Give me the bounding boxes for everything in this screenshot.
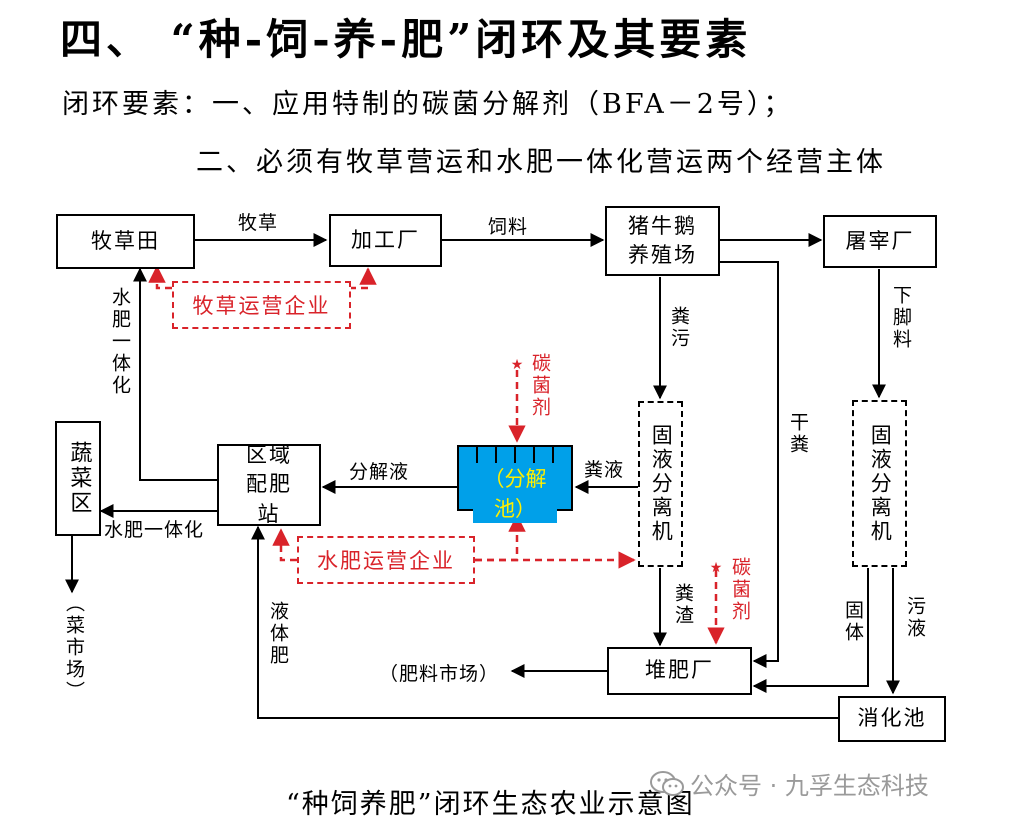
label-veg-market: （菜市场） bbox=[63, 593, 85, 703]
node-slaughter: 屠宰厂 bbox=[823, 215, 937, 268]
red-arrow-pasture bbox=[148, 265, 172, 290]
arrow-fertigation-pasture bbox=[133, 267, 217, 481]
elements-line-2: 二、必须有牧草营运和水肥一体化营运两个经营主体 bbox=[196, 147, 886, 178]
arrow-solid bbox=[752, 568, 869, 693]
label-liquid-fert: 液体肥 bbox=[267, 601, 289, 667]
node-pool: （分解池） bbox=[457, 445, 573, 523]
node-pasture: 牧草田 bbox=[56, 214, 195, 269]
node-farm: 猪牛鹅养殖场 bbox=[605, 206, 720, 276]
pool-label: （分解池） bbox=[473, 463, 557, 523]
node-station: 区域配肥站 bbox=[217, 443, 321, 526]
label-fertigation-horizontal: 水肥一体化 bbox=[104, 519, 205, 541]
label-leftovers: 下脚料 bbox=[890, 285, 912, 351]
node-separator-2: 固液分离机 bbox=[852, 400, 907, 567]
label-fert-market: （肥料市场） bbox=[379, 663, 500, 685]
diagram-caption: “种饲养肥”闭环生态农业示意图 bbox=[286, 789, 695, 820]
label-residue: 粪渣 bbox=[672, 583, 694, 627]
node-compost: 堆肥厂 bbox=[607, 647, 752, 695]
red-arrow-processing bbox=[349, 267, 377, 290]
label-grass: 牧草 bbox=[238, 212, 279, 234]
svg-text:★: ★ bbox=[511, 357, 524, 373]
label-decomp-liquid: 分解液 bbox=[349, 461, 410, 483]
node-digester: 消化池 bbox=[838, 696, 946, 742]
arrow-dry-manure bbox=[720, 261, 779, 668]
page-title: 四、 “种-饲-养-肥”闭环及其要素 bbox=[60, 15, 752, 64]
svg-text:★: ★ bbox=[710, 560, 723, 576]
label-feed: 饲料 bbox=[488, 216, 529, 238]
wechat-icon bbox=[650, 770, 684, 796]
label-fertigation-vertical: 水肥一体化 bbox=[109, 287, 131, 397]
arrow-liquid-fert bbox=[251, 525, 838, 719]
label-carbon-agent-1: 碳菌剂 bbox=[529, 353, 551, 419]
pasture-company-box: 牧草运营企业 bbox=[172, 281, 351, 329]
watermark-text: 公众号 · 九孚生态科技 bbox=[690, 772, 929, 800]
label-sewage: 污液 bbox=[904, 596, 926, 640]
node-separator-1: 固液分离机 bbox=[638, 401, 683, 567]
label-manure-sewage: 粪污 bbox=[668, 306, 690, 350]
watermark: 公众号 · 九孚生态科技 bbox=[650, 766, 929, 801]
node-vegetable: 蔬菜区 bbox=[55, 421, 101, 536]
label-solid: 固体 bbox=[842, 600, 864, 644]
label-carbon-agent-2: 碳菌剂 bbox=[729, 557, 751, 623]
node-processing: 加工厂 bbox=[329, 214, 442, 267]
elements-line-1: 闭环要素：一、应用特制的碳菌分解剂（BFA－2号）； bbox=[62, 89, 794, 120]
label-manure-liquid: 粪液 bbox=[584, 459, 625, 481]
label-dry-manure: 干粪 bbox=[787, 412, 809, 456]
red-arrow-station bbox=[272, 528, 297, 562]
fertigation-company-box: 水肥运营企业 bbox=[297, 536, 475, 584]
